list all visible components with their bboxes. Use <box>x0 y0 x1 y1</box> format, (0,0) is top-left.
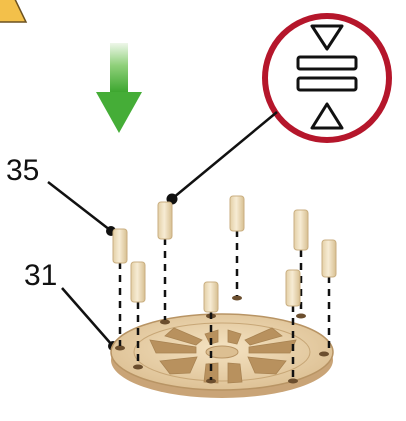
wooden-pegs <box>112 195 337 313</box>
part-label-35: 35 <box>6 154 39 187</box>
wooden-base-disc <box>110 295 334 398</box>
triangle-up-icon <box>310 102 344 130</box>
part-31-leader <box>61 287 113 346</box>
peg <box>321 239 337 278</box>
peg <box>112 228 128 264</box>
peg <box>203 281 219 313</box>
peg <box>285 269 301 307</box>
warning-triangle-icon <box>0 0 28 23</box>
down-arrow-icon <box>96 43 142 133</box>
insertion-guides <box>118 230 331 380</box>
peg <box>157 201 173 240</box>
press-fit-icon <box>262 13 392 143</box>
peg <box>229 195 245 232</box>
part-35-leader <box>47 181 111 231</box>
peg <box>130 261 146 303</box>
part-label-31: 31 <box>24 259 57 292</box>
plate-bottom-icon <box>296 76 358 92</box>
callout-leader <box>166 111 278 205</box>
plate-top-icon <box>296 55 358 71</box>
triangle-down-icon <box>310 24 344 51</box>
peg <box>293 209 309 251</box>
